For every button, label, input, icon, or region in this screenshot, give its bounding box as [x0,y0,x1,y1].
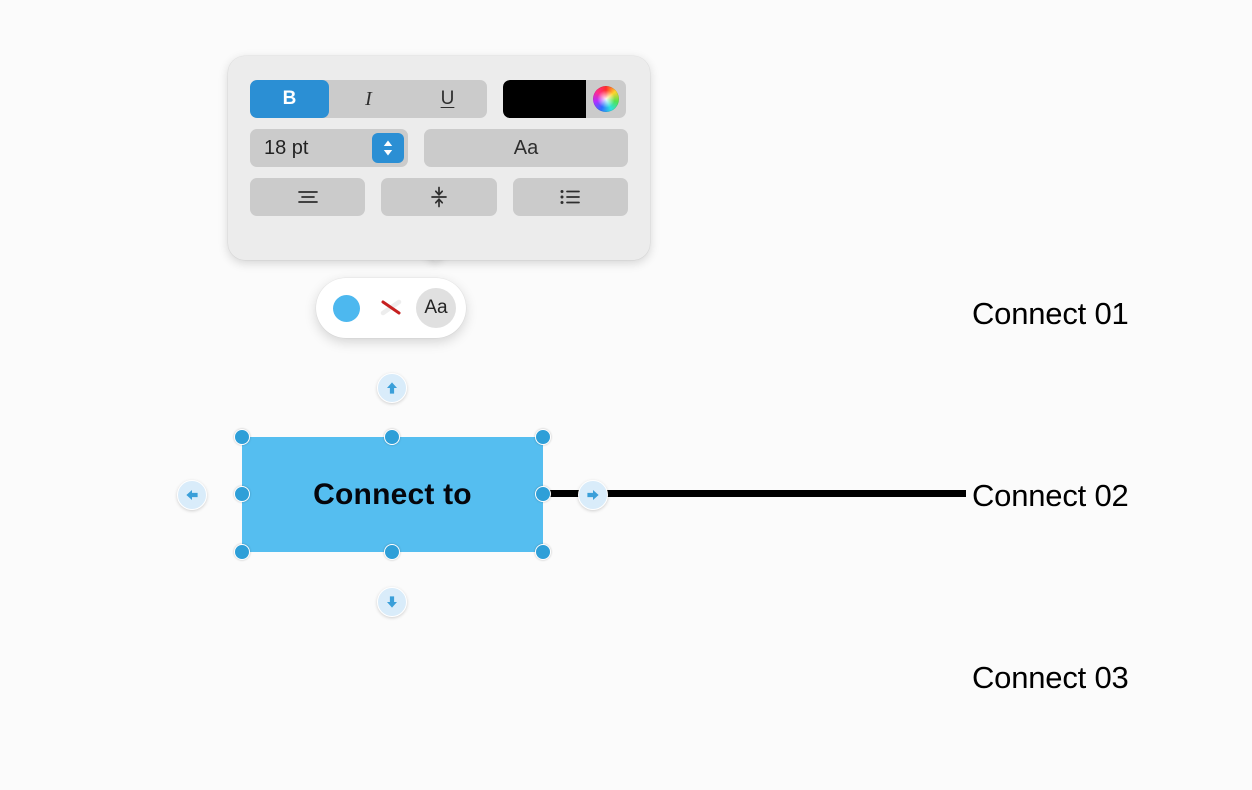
text-format-popover[interactable]: B I U 18 pt [228,56,650,260]
nudge-down-button[interactable] [377,587,407,617]
handle-top-center[interactable] [384,429,400,445]
font-size-field[interactable]: 18 pt [250,129,409,167]
color-wheel-button[interactable] [586,80,626,118]
format-row-size: 18 pt Aa [250,129,628,167]
shape-style-popover[interactable]: Aa [316,278,466,338]
align-center-icon [297,191,318,203]
bold-button[interactable]: B [250,80,329,118]
format-row-style: B I U [250,80,628,118]
text-color-group[interactable] [503,80,626,118]
font-family-button[interactable]: Aa [424,129,628,167]
format-row-paragraph [250,178,628,216]
text-color-swatch[interactable] [503,80,586,118]
handle-top-right[interactable] [535,429,551,445]
arrow-left-icon [186,490,198,500]
handle-top-left[interactable] [234,429,250,445]
nudge-up-button[interactable] [377,373,407,403]
handle-middle-left[interactable] [234,486,250,502]
arrow-up-icon [387,382,397,394]
font-size-stepper[interactable] [372,133,405,163]
arrow-down-icon [387,596,397,608]
canvas-label-connect-01[interactable]: Connect 01 [972,296,1129,331]
canvas-label-connect-03[interactable]: Connect 03 [972,660,1129,695]
no-stroke-icon [380,299,402,316]
bulleted-list-button[interactable] [512,178,628,216]
arrow-right-icon [587,490,599,500]
fill-color-button[interactable] [326,288,366,328]
nudge-right-button[interactable] [578,480,608,510]
nudge-left-button[interactable] [177,480,207,510]
font-size-value: 18 pt [264,136,309,159]
text-format-button[interactable]: Aa [416,288,456,328]
connector-line[interactable] [543,490,966,497]
color-wheel-icon [593,86,619,112]
line-spacing-icon [431,186,447,208]
stepper-up-down-icon [383,140,393,156]
line-spacing-button[interactable] [381,178,497,216]
shape-connect-to[interactable]: Connect to [242,437,543,552]
canvas-label-connect-02[interactable]: Connect 02 [972,478,1129,513]
shape-text-label: Connect to [313,477,472,511]
text-style-segment[interactable]: B I U [250,80,487,118]
bulleted-list-icon [560,190,581,204]
underline-button[interactable]: U [440,88,455,109]
text-align-center-button[interactable] [250,178,366,216]
fill-color-dot-icon [332,294,360,322]
handle-middle-right[interactable] [535,486,551,502]
italic-button[interactable]: I [365,87,372,110]
handle-bottom-left[interactable] [234,544,250,560]
handle-bottom-center[interactable] [384,544,400,560]
text-format-icon: Aa [424,297,448,318]
handle-bottom-right[interactable] [535,544,551,560]
no-stroke-button[interactable] [371,288,411,328]
